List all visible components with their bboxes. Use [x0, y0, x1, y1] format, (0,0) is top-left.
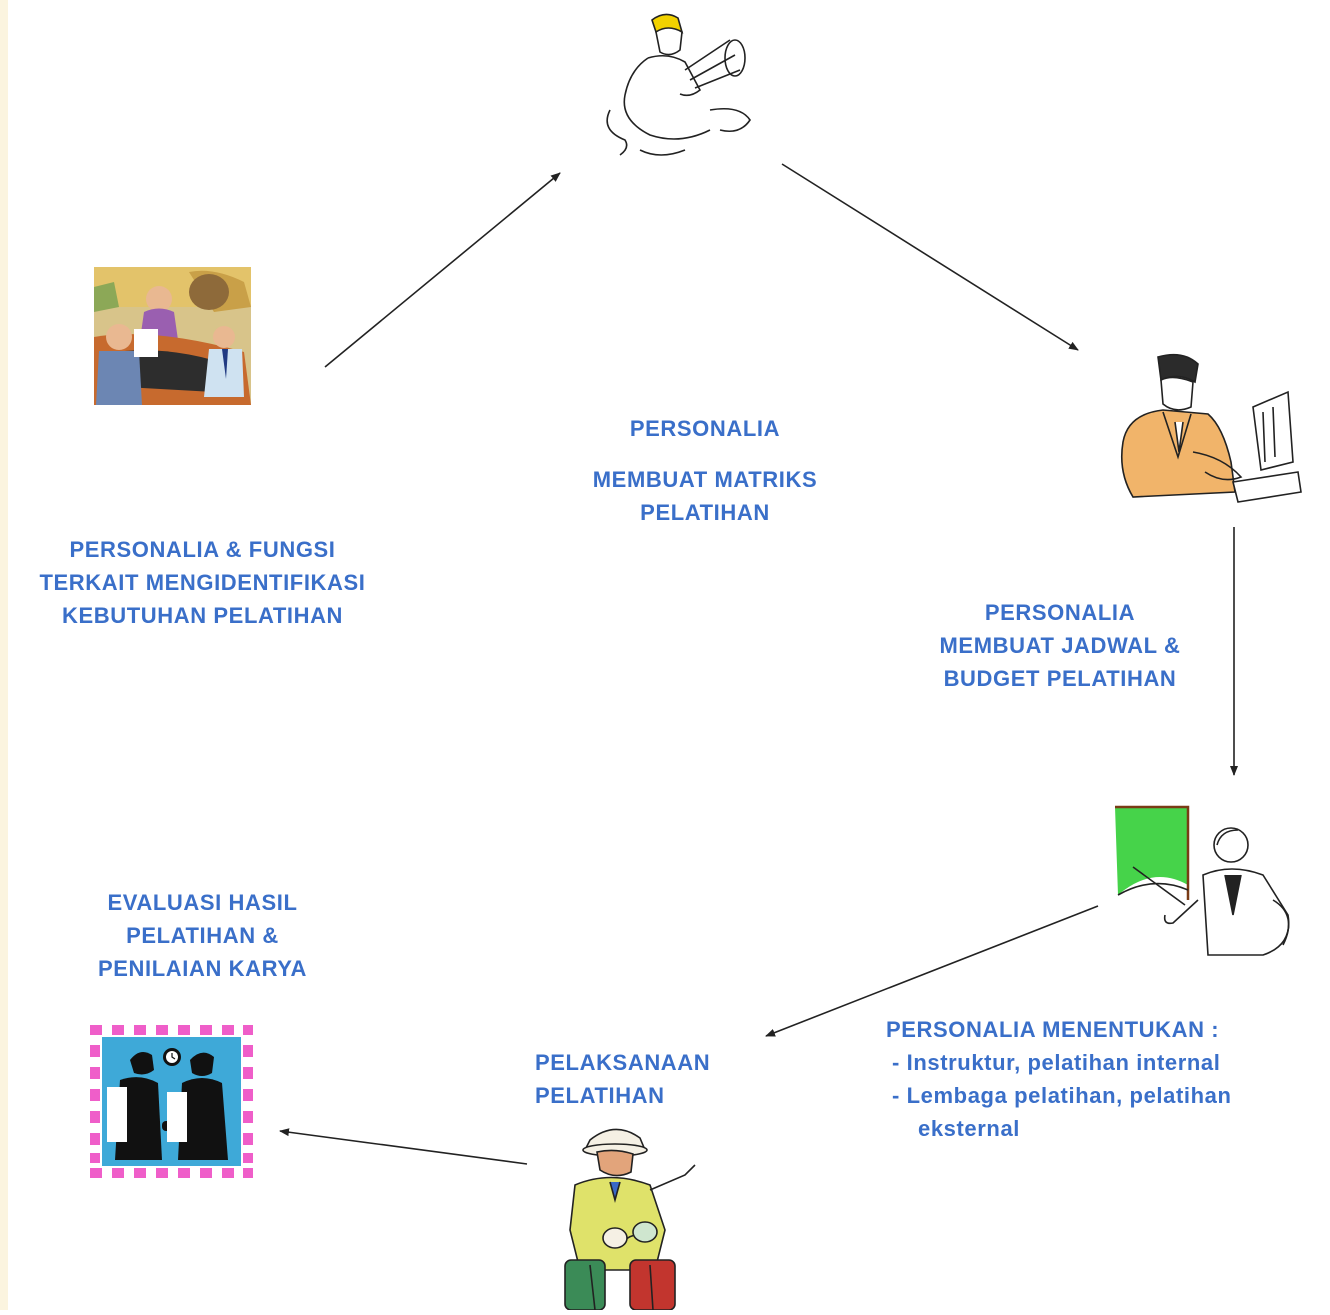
step-schedule-label: PERSONALIA MEMBUAT JADWAL & BUDGET PELAT… [895, 596, 1225, 695]
planner-woman-clipart-icon [590, 10, 760, 160]
step-identify-label: PERSONALIA & FUNGSI TERKAIT MENGIDENTIFI… [0, 533, 405, 632]
arrow-identify-to-matrix [324, 172, 561, 368]
step-evaluate-line-3: PENILAIAN KARYA [97, 956, 308, 981]
step-determine-item-1: - Instruktur, pelatihan internal [892, 1050, 1221, 1075]
meeting-clipart-icon [94, 267, 251, 405]
handshake-clipart-icon [90, 1025, 253, 1178]
step-schedule-line-1: PERSONALIA [984, 600, 1136, 625]
step-evaluate-line-2: PELATIHAN & [126, 923, 279, 948]
step-identify-line-1: PERSONALIA & FUNGSI [69, 537, 336, 562]
step-evaluate-label: EVALUASI HASIL PELATIHAN & PENILAIAN KAR… [50, 886, 355, 985]
computer-worker-clipart-icon [1113, 352, 1303, 512]
step-matrix-title: PERSONALIA [629, 416, 781, 441]
presenter-clipart-icon [1113, 805, 1303, 960]
step-schedule-line-2: MEMBUAT JADWAL & [939, 633, 1181, 658]
arrow-execute-to-evaluate [279, 1128, 528, 1165]
step-execute-line-1: PELAKSANAAN [535, 1050, 711, 1075]
step-identify-line-2: TERKAIT MENGIDENTIFIKASI [39, 570, 366, 595]
step-matrix-line-2: PELATIHAN [640, 500, 770, 525]
step-determine-item-2-cont: eksternal [918, 1116, 1021, 1141]
step-schedule-line-3: BUDGET PELATIHAN [943, 666, 1177, 691]
arrow-matrix-to-schedule [781, 163, 1079, 351]
step-determine-label: PERSONALIA MENENTUKAN : - Instruktur, pe… [886, 1013, 1326, 1145]
step-identify-line-3: KEBUTUHAN PELATIHAN [61, 603, 344, 628]
step-matrix-line-1: MEMBUAT MATRIKS [592, 467, 818, 492]
page-edge-strip [0, 0, 8, 1310]
step-determine-title: PERSONALIA MENENTUKAN : [886, 1017, 1220, 1042]
guide-clipart-icon [555, 1120, 700, 1311]
arrow-determine-to-execute [765, 905, 1099, 1037]
step-matrix-label: PERSONALIA MEMBUAT MATRIKS PELATIHAN [505, 412, 905, 529]
step-execute-line-2: PELATIHAN [535, 1083, 665, 1108]
step-determine-item-2: - Lembaga pelatihan, pelatihan [892, 1083, 1232, 1108]
step-evaluate-line-1: EVALUASI HASIL [107, 890, 298, 915]
step-execute-label: PELAKSANAAN PELATIHAN [535, 1046, 765, 1112]
